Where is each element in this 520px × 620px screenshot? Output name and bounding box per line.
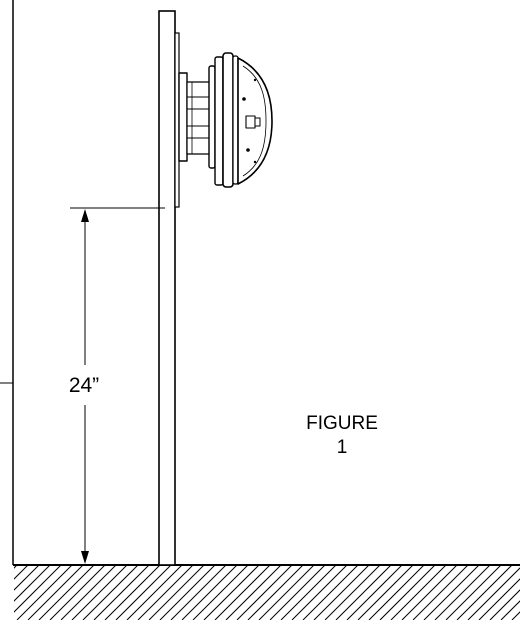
hatch-line (14, 565, 40, 591)
hatch-line (159, 565, 216, 620)
hatch-line (390, 565, 447, 620)
mounting-post (158, 10, 176, 566)
hatch-line (214, 565, 271, 620)
hatch-line (0, 565, 6, 620)
mounted-fixture (178, 52, 273, 188)
dimension-label: 24” (69, 374, 99, 397)
hatch-line (357, 565, 414, 620)
hatch-line (14, 565, 62, 613)
hatch-line (137, 565, 194, 620)
hatch-line (93, 565, 150, 620)
hatch-line (280, 565, 337, 620)
hatch-line (14, 565, 29, 580)
hatch-line (335, 565, 392, 620)
hatch-line (511, 611, 520, 620)
hatch-line (60, 565, 117, 620)
figure-caption-line1: FIGURE (306, 413, 378, 434)
hatch-line (412, 565, 469, 620)
hatch-line (302, 565, 359, 620)
figure-caption-line2: 1 (337, 437, 348, 458)
hatch-line (16, 565, 73, 620)
hatch-line (49, 565, 106, 620)
hatch-line (104, 565, 161, 620)
hatch-line (500, 600, 520, 620)
hatch-line (225, 565, 282, 620)
hatch-line (82, 565, 139, 620)
hatch-line (269, 565, 326, 620)
hatch-line (401, 565, 458, 620)
hatch-line (170, 565, 227, 620)
hatch-line (368, 565, 425, 620)
hatch-line (14, 565, 51, 602)
height-dimension (70, 207, 165, 564)
hatch-line (445, 565, 502, 620)
hatch-line (423, 565, 480, 620)
hatch-line (148, 565, 205, 620)
hatch-line (346, 565, 403, 620)
hatch-line (456, 565, 513, 620)
hatch-line (181, 565, 238, 620)
hatch-line (71, 565, 128, 620)
hatch-line (379, 565, 436, 620)
hatch-line (467, 567, 520, 620)
hatch-line (236, 565, 293, 620)
hatch-line (489, 589, 520, 620)
hatch-line (324, 565, 381, 620)
hatch-line (38, 565, 95, 620)
hatch-line (115, 565, 172, 620)
hatch-line (126, 565, 183, 620)
hatch-line (478, 578, 520, 620)
hatch-line (291, 565, 348, 620)
hatch-line (434, 565, 491, 620)
hatch-line (27, 565, 84, 620)
hatch-line (313, 565, 370, 620)
hatch-line (203, 565, 260, 620)
hatch-line (258, 565, 315, 620)
hatch-line (192, 565, 249, 620)
floor-hatch (0, 564, 520, 620)
room-wall (0, 0, 14, 565)
hatch-line (247, 565, 304, 620)
